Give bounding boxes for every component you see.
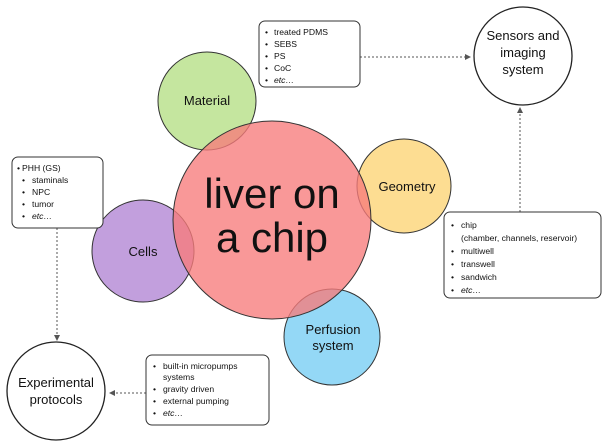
cells-list: • PHH (GS) • staminals • NPC • tumor • e…: [17, 163, 68, 221]
protocols-label-line2: protocols: [30, 392, 83, 407]
sensors-label-line2: imaging: [500, 45, 546, 60]
cells-item: tumor: [32, 199, 54, 209]
material-bullet: •: [265, 63, 268, 73]
protocols-circle: [6, 341, 106, 441]
cells-item: etc…: [32, 211, 52, 221]
cells-bullet: •: [22, 211, 25, 221]
cells-label: Cells: [129, 244, 158, 259]
center-bubble: [172, 120, 372, 320]
perfusion-list: • built-in micropumps systems • gravity …: [153, 361, 238, 418]
cells-item: PHH (GS): [22, 163, 61, 173]
perfusion-list-box: [145, 354, 270, 426]
cells-item: staminals: [32, 175, 68, 185]
material-item: SEBS: [274, 39, 297, 49]
geometry-item: chip: [461, 220, 477, 230]
sensors-circle: [473, 6, 573, 106]
material-bullet: •: [265, 51, 268, 61]
perfusion-bullet: •: [153, 408, 156, 418]
perfusion-label-line1: Perfusion: [306, 322, 361, 337]
geometry-item: etc…: [461, 285, 481, 295]
geometry-item: transwell: [461, 259, 495, 269]
perfusion-item: external pumping: [163, 396, 229, 406]
cells-bullet: •: [22, 199, 25, 209]
material-item: PS: [274, 51, 286, 61]
geometry-label: Geometry: [378, 179, 436, 194]
sensors-label-line3: system: [502, 62, 543, 77]
center-label-line2: a chip: [216, 214, 328, 261]
cells-item: NPC: [32, 187, 50, 197]
material-list-box: [258, 20, 361, 88]
center-label-line1: liver on: [204, 170, 339, 217]
cells-bullet: •: [17, 163, 20, 173]
material-label: Material: [184, 93, 230, 108]
material-item: treated PDMS: [274, 27, 328, 37]
material-item: CoC: [274, 63, 291, 73]
geometry-bullet: •: [451, 220, 454, 230]
material-item: etc…: [274, 75, 294, 85]
geometry-item: (chamber, channels, reservoir): [461, 233, 577, 243]
geometry-list-box: [443, 211, 602, 299]
geometry-bullet: •: [451, 259, 454, 269]
perfusion-item: gravity driven: [163, 384, 214, 394]
perfusion-bullet: •: [153, 396, 156, 406]
cells-list-box: [11, 156, 104, 229]
geometry-bullet: •: [451, 272, 454, 282]
perfusion-bullet: •: [153, 384, 156, 394]
perfusion-item: built-in micropumps: [163, 361, 238, 371]
cells-bullet: •: [22, 175, 25, 185]
sensors-label-line1: Sensors and: [487, 28, 560, 43]
perfusion-item: etc…: [163, 408, 183, 418]
perfusion-label-line2: system: [312, 338, 353, 353]
geometry-bullet: •: [451, 285, 454, 295]
material-bullet: •: [265, 75, 268, 85]
geometry-list: • chip (chamber, channels, reservoir) • …: [451, 220, 577, 295]
geometry-bullet: •: [451, 246, 454, 256]
material-list: • treated PDMS • SEBS • PS • CoC • etc…: [265, 27, 328, 85]
perfusion-item: systems: [163, 372, 195, 382]
geometry-item: multiwell: [461, 246, 494, 256]
material-bullet: •: [265, 39, 268, 49]
material-bullet: •: [265, 27, 268, 37]
perfusion-bullet: •: [153, 361, 156, 371]
geometry-item: sandwich: [461, 272, 497, 282]
cells-bullet: •: [22, 187, 25, 197]
protocols-label-line1: Experimental: [18, 375, 94, 390]
